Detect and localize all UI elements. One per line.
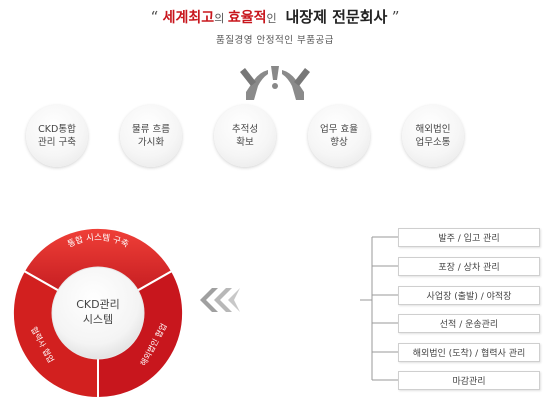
goal-logistics-visibility: 물류 흐름 가시화 bbox=[120, 105, 182, 167]
goal-label: CKD통합 관리 구축 bbox=[38, 124, 76, 148]
headline-main: 내장제 전문회사 bbox=[285, 8, 388, 26]
open-quote: “ bbox=[150, 8, 159, 26]
close-quote: ” bbox=[391, 8, 400, 26]
process-box-shipping-transport: 선적 / 운송관리 bbox=[398, 314, 540, 333]
goal-label: 업무 효율 향상 bbox=[320, 124, 358, 148]
goal-label: 물류 흐름 가시화 bbox=[132, 124, 170, 148]
ckd-system-ring: 통합 시스템 구축 해외법인 협업 협력사 협업 CKD관리 시스템 bbox=[11, 228, 185, 398]
headline-efficient: 효율적 bbox=[227, 10, 267, 26]
headline-particle-1: 의 bbox=[214, 12, 228, 25]
headline: “ 세계최고의 효율적인 내장제 전문회사 ” bbox=[0, 6, 550, 27]
goal-traceability: 추적성 확보 bbox=[214, 105, 276, 167]
process-box-overseas-partner: 해외법인 (도착) / 협력사 관리 bbox=[398, 343, 540, 362]
process-box-site-yard: 사업장 (출발) / 야적장 bbox=[398, 286, 540, 305]
goal-label: 해외법인 업무소통 bbox=[415, 124, 451, 148]
subtitle: 품질경영 안정적인 부품공급 bbox=[216, 35, 334, 46]
headline-particle-2: 인 bbox=[266, 12, 277, 25]
double-chevron-left-icon bbox=[200, 288, 240, 312]
goal-work-efficiency: 업무 효율 향상 bbox=[308, 105, 370, 167]
process-box-packing-loading: 포장 / 상차 관리 bbox=[398, 257, 540, 276]
process-box-order-receiving: 발주 / 입고 관리 bbox=[398, 228, 540, 247]
headline-world-best: 세계최고 bbox=[162, 10, 215, 26]
goal-overseas-communication: 해외법인 업무소통 bbox=[402, 105, 464, 167]
system-center-label-1: CKD관리 bbox=[76, 298, 120, 311]
goal-ckd-integration: CKD통합 관리 구축 bbox=[26, 105, 88, 167]
system-center-label-2: 시스템 bbox=[83, 313, 113, 326]
process-box-closing: 마감관리 bbox=[398, 371, 540, 390]
hands-upholding-icon bbox=[240, 66, 310, 100]
goal-label: 추적성 확보 bbox=[231, 124, 259, 148]
